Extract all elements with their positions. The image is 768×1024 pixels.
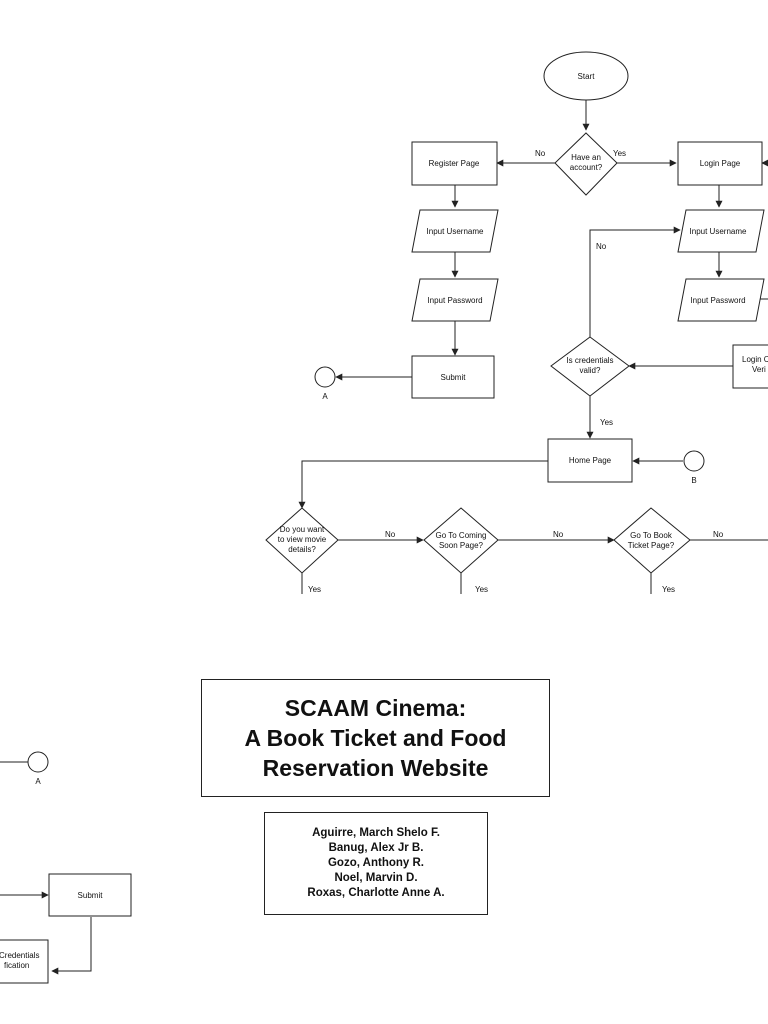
edge-label-no-coming: No <box>385 530 396 539</box>
login-verification-label-1: Login C <box>742 355 768 364</box>
input-username-right-label: Input Username <box>690 227 747 236</box>
author-name: Gozo, Anthony R. <box>327 857 425 869</box>
login-verification-process <box>732 344 768 389</box>
coming-soon-decision <box>423 507 499 574</box>
edge-label-no-register: No <box>535 149 546 158</box>
edge-label-no-book: No <box>553 530 564 539</box>
connector-a-bottom-label: A <box>35 777 41 786</box>
edge-invalid-retry <box>589 226 681 337</box>
login-page-process <box>677 141 763 186</box>
submit-bottom-label: Submit <box>78 891 104 900</box>
edge-label-yes-home: Yes <box>600 418 613 427</box>
title-line-1: SCAAM Cinema: <box>284 695 467 721</box>
credentials-valid-label-1: Is credentials <box>566 356 613 365</box>
edge-submit-to-verification <box>51 917 92 975</box>
edge-label-yes-details: Yes <box>308 585 321 594</box>
submit-top-process <box>411 355 495 399</box>
connector-a-top <box>314 366 336 388</box>
connector-a-top-label: A <box>322 392 328 401</box>
edge-label-yes-book: Yes <box>662 585 675 594</box>
flowchart-nodes: Start Have an account? Register Page Log… <box>0 51 768 984</box>
submit-top-label: Submit <box>441 373 467 382</box>
input-username-right-io <box>677 209 765 253</box>
have-account-label-1: Have an <box>571 153 601 162</box>
login-page-label: Login Page <box>700 159 741 168</box>
book-ticket-label-1: Go To Book <box>630 531 673 540</box>
view-details-label-2: to view movie <box>278 535 327 544</box>
credentials-verification-process <box>0 939 49 984</box>
author-name: Banug, Alex Jr B. <box>328 842 424 854</box>
input-password-left-label: Input Password <box>427 296 482 305</box>
home-page-process <box>547 438 633 483</box>
register-page-process <box>411 141 498 186</box>
credentials-valid-decision <box>550 336 630 397</box>
edge-label-yes-coming: Yes <box>475 585 488 594</box>
input-username-left-label: Input Username <box>427 227 484 236</box>
credentials-verification-label-2: fication <box>4 961 29 970</box>
coming-soon-label-2: Soon Page? <box>439 541 484 550</box>
title-line-2: A Book Ticket and Food <box>244 725 507 751</box>
edge-home-to-details <box>298 460 548 509</box>
book-ticket-decision <box>613 507 691 574</box>
login-verification-label-2: Veri <box>752 365 766 374</box>
coming-soon-label-1: Go To Coming <box>436 531 487 540</box>
credentials-verification-label-1: Credentials <box>0 951 39 960</box>
title-line-3: Reservation Website <box>262 755 489 781</box>
input-password-right-io <box>677 278 765 322</box>
author-name: Roxas, Charlotte Anne A. <box>307 887 445 899</box>
input-password-left-io <box>411 278 499 322</box>
have-account-label-2: account? <box>570 163 603 172</box>
credentials-valid-label-2: valid? <box>580 366 601 375</box>
start-label: Start <box>578 72 596 81</box>
book-ticket-label-2: Ticket Page? <box>628 541 675 550</box>
connector-b-label: B <box>691 476 696 485</box>
edge-label-yes-login: Yes <box>613 149 626 158</box>
author-name: Noel, Marvin D. <box>334 872 418 884</box>
edge-label-no-retry: No <box>596 242 607 251</box>
input-password-right-label: Input Password <box>690 296 745 305</box>
connector-b <box>683 450 705 472</box>
input-username-left-io <box>411 209 499 253</box>
view-details-label-3: details? <box>288 545 316 554</box>
start-terminator <box>543 51 629 101</box>
title-card: SCAAM Cinema: A Book Ticket and Food Res… <box>201 679 550 797</box>
connector-a-bottom <box>27 751 49 773</box>
flowchart-edges <box>0 100 768 975</box>
view-details-decision <box>265 507 339 574</box>
home-page-label: Home Page <box>569 456 612 465</box>
view-details-label-1: Do you want <box>280 525 325 534</box>
authors-card: Aguirre, March Shelo F. Banug, Alex Jr B… <box>264 812 488 915</box>
register-page-label: Register Page <box>429 159 480 168</box>
submit-bottom-process <box>48 873 132 917</box>
edge-label-no-next: No <box>713 530 724 539</box>
author-name: Aguirre, March Shelo F. <box>312 827 440 839</box>
have-account-decision <box>554 132 618 196</box>
flowchart-edge-labels: No Yes No Yes No No No Yes Yes Yes <box>308 149 724 594</box>
